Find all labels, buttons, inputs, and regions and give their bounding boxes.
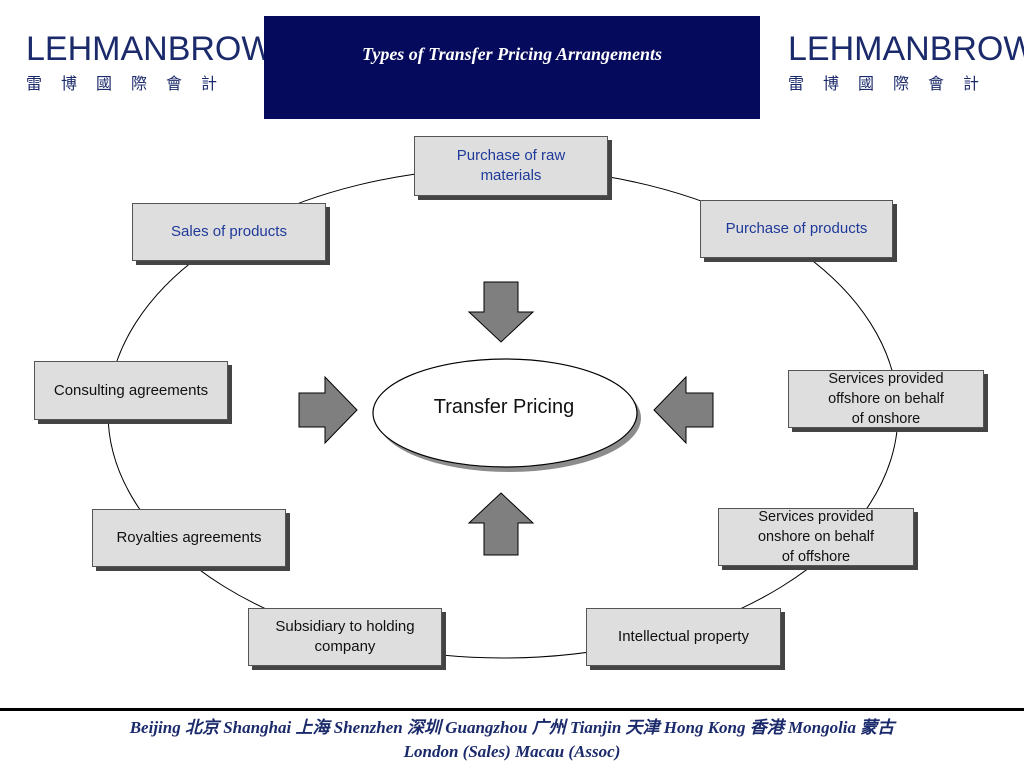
box-label: Intellectual property <box>618 628 749 645</box>
box-label: Services provided offshore on behalf of … <box>828 371 944 427</box>
logo-right: LEHMANBROWN 雷博國際會計 <box>788 30 1024 94</box>
box-purchase-raw-materials: Purchase of raw materials <box>414 136 608 196</box>
box-label: Subsidiary to holding company <box>275 618 415 655</box>
footer-offices-line: Beijing 北京 Shanghai 上海 Shenzhen 深圳 Guang… <box>129 718 895 737</box>
arrow-right <box>298 375 358 445</box>
footer: Beijing 北京 Shanghai 上海 Shenzhen 深圳 Guang… <box>0 716 1024 764</box>
center-label: Transfer Pricing <box>433 396 575 418</box>
logo-left: LEHMANBROWN 雷博國際會計 <box>26 30 299 94</box>
box-label: Purchase of raw materials <box>456 147 566 184</box>
box-label: Royalties agreements <box>116 529 262 546</box>
title-banner: Types of Transfer Pricing Arrangements <box>264 16 760 119</box>
box-consulting-agreements: Consulting agreements <box>34 361 228 420</box>
center-ellipse <box>372 358 638 468</box>
box-label: Purchase of products <box>725 220 868 237</box>
arrow-left <box>653 375 714 445</box>
logo-brand-text: LEHMANBROWN <box>26 30 299 68</box>
box-intellectual-property: Intellectual property <box>586 608 781 666</box>
box-label: Services provided onshore on behalf of o… <box>757 509 875 565</box>
box-sales-of-products: Sales of products <box>132 203 326 261</box>
logo-chinese-text: 雷博國際會計 <box>26 74 237 93</box>
footer-offices-line-2: London (Sales) Macau (Assoc) <box>403 742 621 761</box>
arrow-up <box>467 492 535 556</box>
box-label: Consulting agreements <box>53 381 209 399</box>
arrow-down <box>467 281 535 343</box>
box-purchase-of-products: Purchase of products <box>700 200 893 258</box>
logo-chinese-text: 雷博國際會計 <box>788 74 999 93</box>
box-subsidiary-to-holding: Subsidiary to holding company <box>248 608 442 666</box>
page-title: Types of Transfer Pricing Arrangements <box>362 44 662 64</box>
logo-brand-text: LEHMANBROWN <box>788 30 1024 68</box>
footer-divider <box>0 708 1024 711</box>
box-services-offshore: Services provided offshore on behalf of … <box>788 370 984 428</box>
box-label: Sales of products <box>171 223 287 240</box>
box-services-onshore: Services provided onshore on behalf of o… <box>718 508 914 566</box>
box-royalties-agreements: Royalties agreements <box>92 509 286 567</box>
